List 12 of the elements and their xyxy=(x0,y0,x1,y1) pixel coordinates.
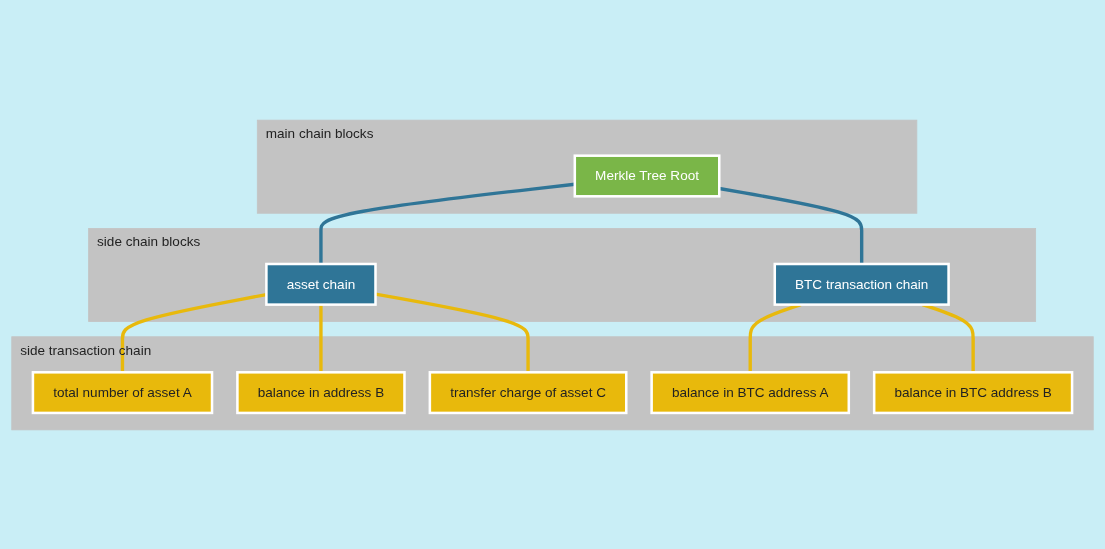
node-box: balance in BTC address B xyxy=(872,370,1074,414)
connector xyxy=(319,304,323,372)
node-box: BTC transaction chain xyxy=(773,262,950,306)
node-box: asset chain xyxy=(265,262,377,306)
connector xyxy=(319,182,575,264)
node-box: total number of asset A xyxy=(31,370,214,414)
node-box: Merkle Tree Root xyxy=(573,153,721,198)
connector xyxy=(120,292,267,372)
node-box: balance in BTC address A xyxy=(650,370,851,414)
connector xyxy=(375,291,530,372)
node-box: balance in address B xyxy=(236,370,406,414)
node-box: transfer charge of asset C xyxy=(428,370,628,414)
